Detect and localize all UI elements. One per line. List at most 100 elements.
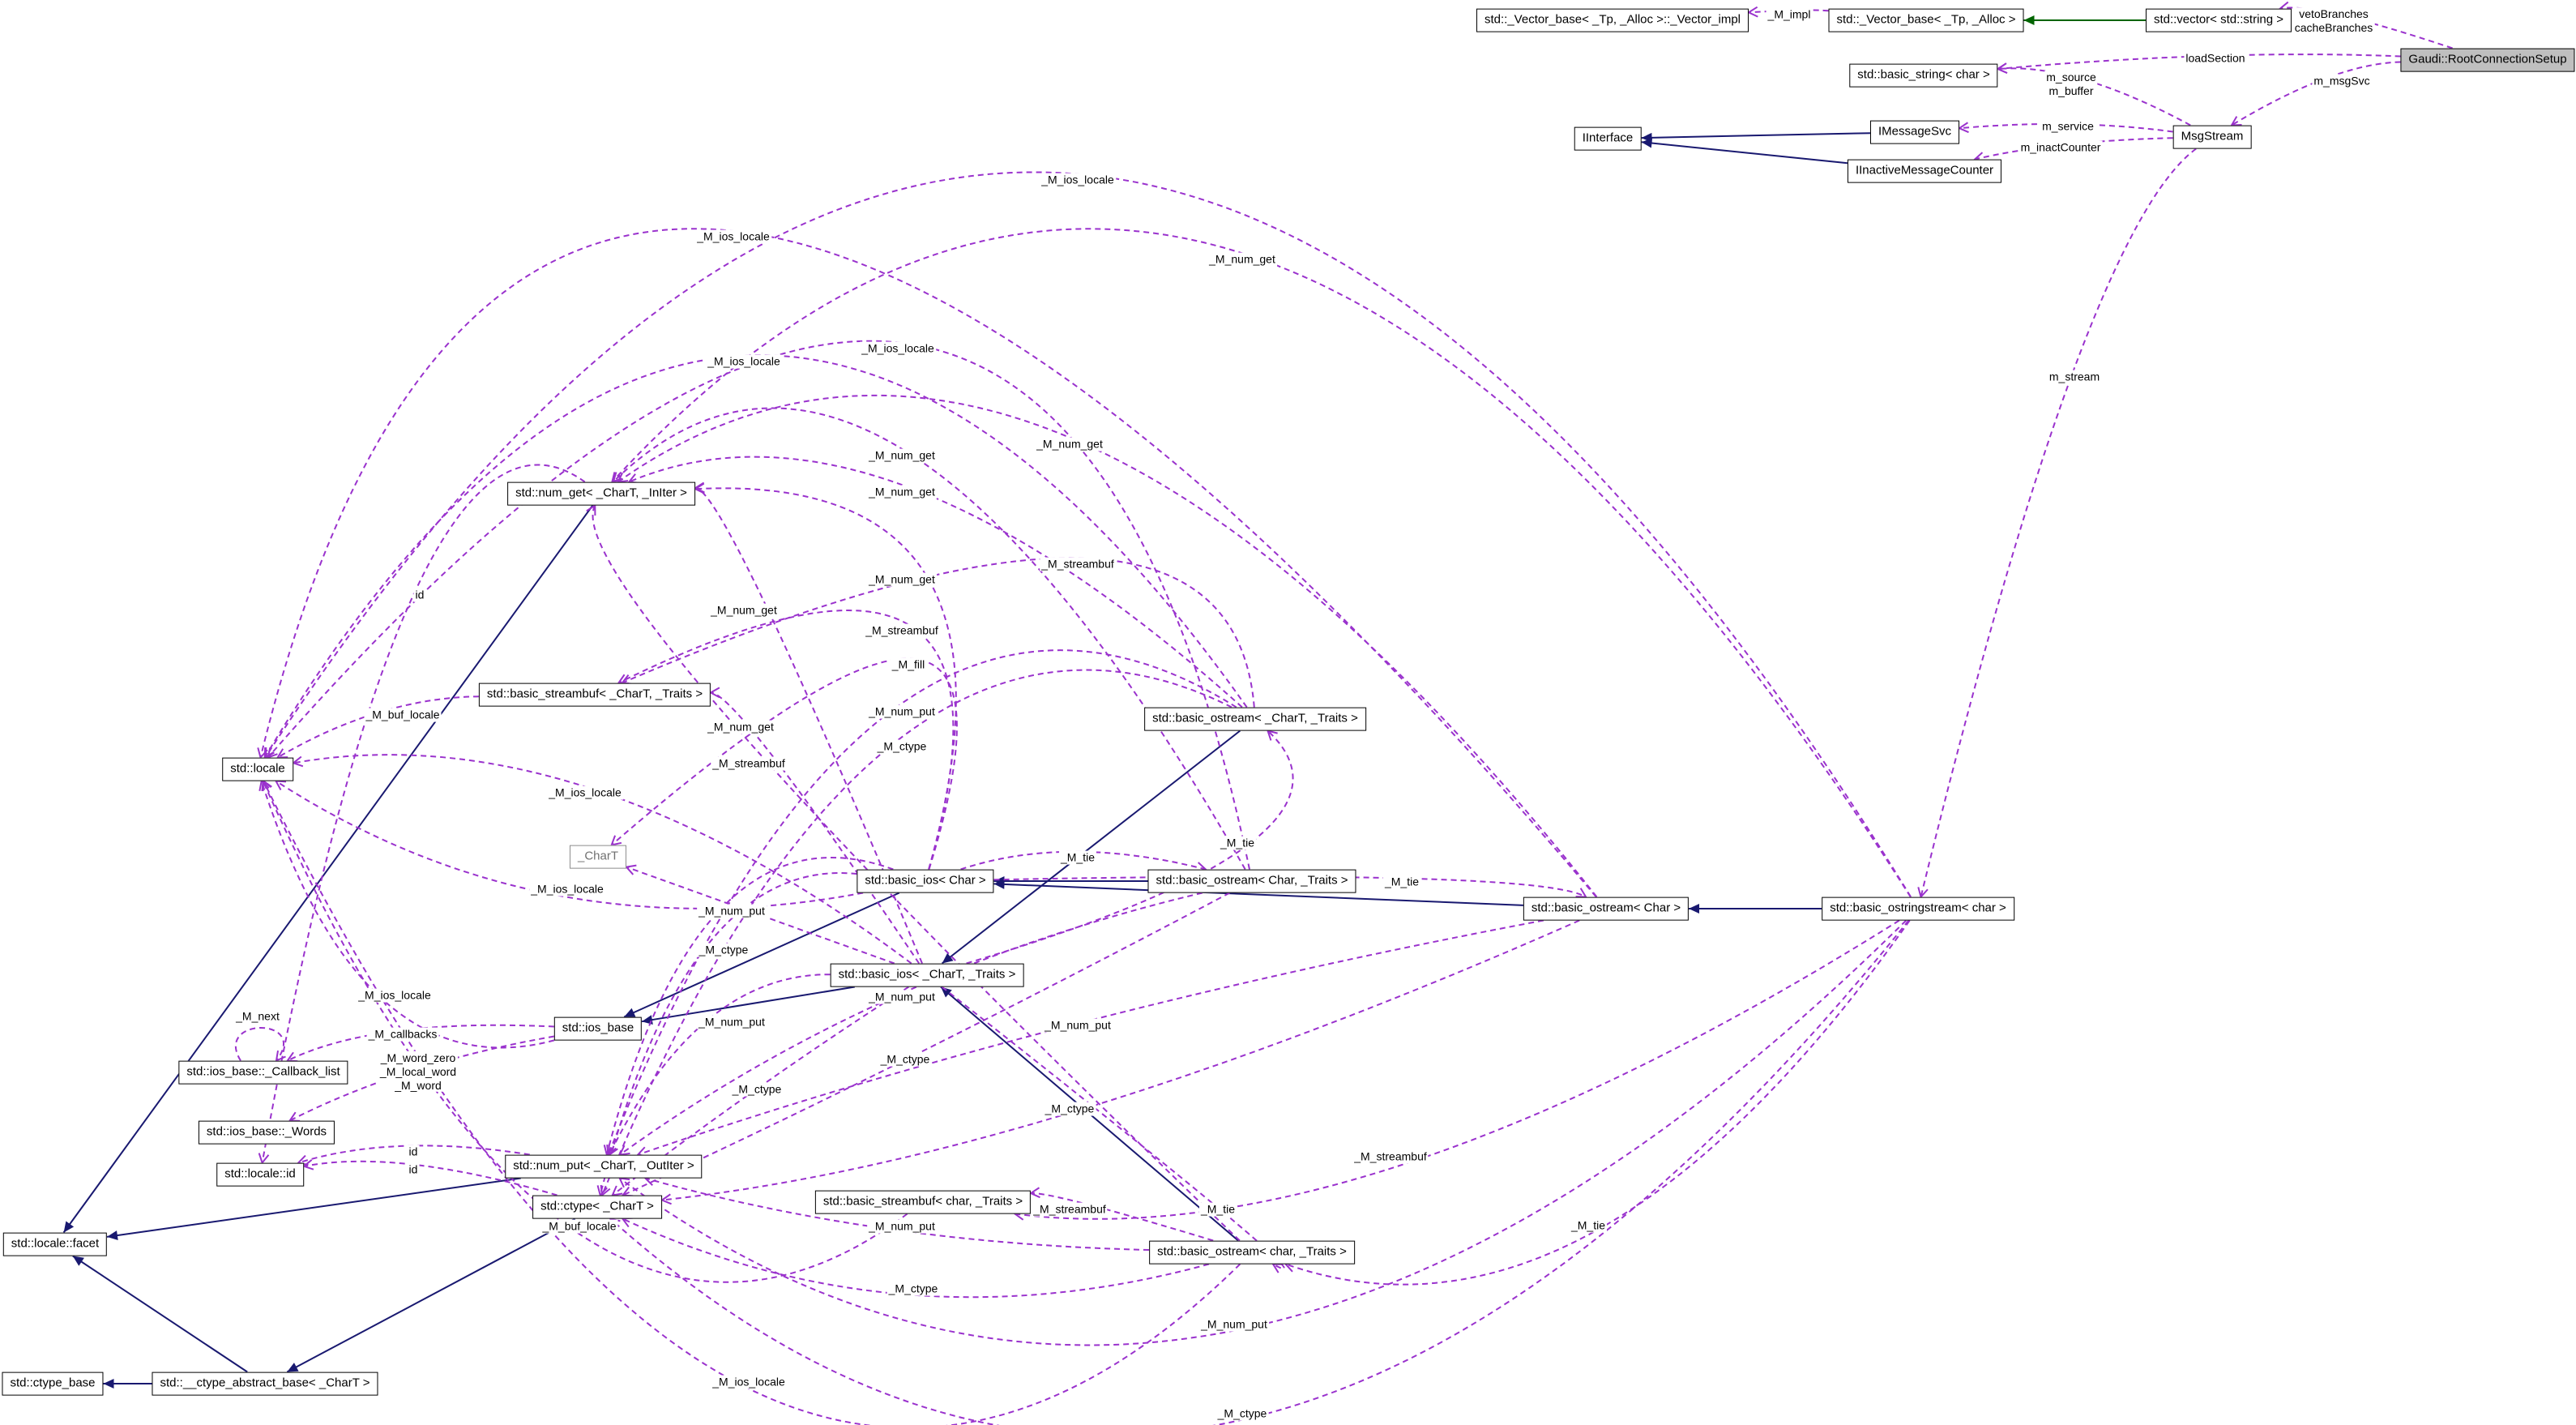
class-node-streambuf_char[interactable]: std::basic_streambuf< char, _Traits > bbox=[814, 1190, 1032, 1214]
class-node-iinterface[interactable]: IInterface bbox=[1574, 126, 1642, 151]
edge-label-id: id bbox=[407, 1162, 420, 1177]
edge-streambuf_t-locale bbox=[276, 695, 480, 759]
edge-ostringstream-locale bbox=[264, 171, 1912, 898]
class-node-ctype_abstract[interactable]: std::__ctype_abstract_base< _CharT > bbox=[152, 1372, 378, 1396]
edge-label-_M_ios_locale: _M_ios_locale bbox=[529, 882, 605, 897]
edge-label-_M_tie: _M_tie bbox=[1218, 836, 1257, 850]
class-node-ostream_char_traits[interactable]: std::basic_ostream< char, _Traits > bbox=[1149, 1240, 1355, 1265]
edge-label-_M_tie: _M_tie bbox=[1382, 875, 1421, 889]
class-node-vector_impl[interactable]: std::_Vector_base< _Tp, _Alloc >::_Vecto… bbox=[1476, 8, 1749, 32]
class-node-ios_t[interactable]: std::basic_ios< _CharT, _Traits > bbox=[830, 963, 1024, 987]
edge-label-_M_tie: _M_tie bbox=[1198, 1202, 1237, 1217]
class-node-imessagesvc[interactable]: IMessageSvc bbox=[1869, 120, 1960, 144]
edge-msgstream-basic_string bbox=[1996, 62, 2191, 126]
edge-label-_M_num_put: _M_num_put bbox=[697, 904, 767, 918]
class-node-msgstream[interactable]: MsgStream bbox=[2172, 125, 2252, 149]
class-node-ostream_char2[interactable]: std::basic_ostream< Char > bbox=[1523, 897, 1690, 921]
edge-label-_M_tie: _M_tie bbox=[1569, 1218, 1608, 1233]
edge-label-_M_num_get: _M_num_get bbox=[867, 485, 937, 499]
edge-label-_M_next: _M_next bbox=[234, 1009, 281, 1024]
edge-label-_M_num_get: _M_num_get bbox=[709, 603, 779, 618]
edge-label-_M_ios_locale: _M_ios_locale bbox=[1040, 173, 1116, 187]
edge-label-loadSection: loadSection bbox=[2184, 51, 2247, 66]
class-node-ctype_base[interactable]: std::ctype_base bbox=[2, 1372, 104, 1396]
class-node-vector_base[interactable]: std::_Vector_base< _Tp, _Alloc > bbox=[1828, 8, 2024, 32]
edge-label-m_service: m_service bbox=[2040, 119, 2095, 134]
edge-ctype_abstract-facet bbox=[72, 1255, 248, 1373]
edge-ostream_t-ctype bbox=[600, 669, 1232, 1197]
edge-ostringstream-streambuf_char bbox=[1013, 919, 1900, 1221]
class-node-ios_base[interactable]: std::ios_base bbox=[553, 1016, 643, 1041]
edge-label-m_msgSvc: m_msgSvc bbox=[2312, 74, 2372, 88]
edge-ios_char-ostream_char_traits2 bbox=[960, 850, 1207, 873]
edge-label-_M_ios_locale: _M_ios_locale bbox=[695, 229, 771, 244]
edge-label-_M_ctype: _M_ctype bbox=[1043, 1102, 1096, 1116]
edge-ostringstream-ctype bbox=[609, 919, 1910, 1425]
class-node-words[interactable]: std::ios_base::_Words bbox=[198, 1120, 335, 1145]
edge-label-id: id bbox=[407, 1145, 420, 1159]
class-node-basic_string[interactable]: std::basic_string< char > bbox=[1849, 63, 1998, 88]
edge-label-_M_num_get: _M_num_get bbox=[1035, 437, 1104, 451]
edge-ios_char-locale bbox=[274, 780, 864, 909]
class-node-iinactive[interactable]: IInactiveMessageCounter bbox=[1847, 159, 2002, 183]
class-node-ostream_char_traits2[interactable]: std::basic_ostream< Char, _Traits > bbox=[1147, 869, 1356, 893]
edge-ostream_char2-num_put bbox=[636, 919, 1544, 1158]
edge-label-_M_word_zero: _M_word_zero _M_local_word _M_word bbox=[378, 1051, 459, 1093]
edge-label-_M_num_put: _M_num_put bbox=[867, 1219, 937, 1234]
edge-num_put-locale_id bbox=[297, 1145, 530, 1166]
edge-label-_M_impl: _M_impl bbox=[1766, 7, 1813, 22]
edge-label-_M_ios_locale: _M_ios_locale bbox=[860, 341, 936, 356]
edge-label-vetoBranches: vetoBranches cacheBranches bbox=[2292, 7, 2375, 35]
class-node-locale[interactable]: std::locale bbox=[222, 757, 293, 781]
edge-ios_t-ostream_t bbox=[966, 730, 1294, 965]
class-node-chart[interactable]: _CharT bbox=[569, 845, 627, 869]
class-node-ostringstream[interactable]: std::basic_ostringstream< char > bbox=[1822, 897, 2014, 921]
edge-label-_M_num_get: _M_num_get bbox=[1207, 252, 1277, 267]
edge-label-_M_ctype: _M_ctype bbox=[875, 739, 929, 754]
edge-ios_base-words bbox=[288, 1035, 555, 1122]
edge-label-_M_ios_locale: _M_ios_locale bbox=[711, 1375, 787, 1389]
edge-label-_M_num_get: _M_num_get bbox=[867, 572, 937, 587]
edge-ostream_char_traits2-ctype bbox=[621, 892, 1231, 1197]
edge-ostream_char2-num_get bbox=[616, 394, 1598, 898]
class-node-num_put[interactable]: std::num_put< _CharT, _OutIter > bbox=[505, 1154, 703, 1179]
edge-label-_M_callbacks: _M_callbacks bbox=[366, 1027, 439, 1042]
edge-ios_char-num_put bbox=[603, 857, 894, 1157]
edge-ios_char-ios_base bbox=[623, 892, 900, 1018]
class-node-ios_char[interactable]: std::basic_ios< Char > bbox=[857, 869, 994, 893]
class-node-root_setup[interactable]: Gaudi::RootConnectionSetup bbox=[2400, 48, 2575, 72]
class-node-locale_id[interactable]: std::locale::id bbox=[216, 1162, 304, 1187]
class-node-facet[interactable]: std::locale::facet bbox=[2, 1232, 108, 1256]
edge-ostream_t-streambuf_t bbox=[620, 557, 1255, 708]
edge-ios_t-chart bbox=[625, 864, 895, 965]
edge-ostream_t-ios_t bbox=[941, 730, 1241, 965]
edge-callback_list-callback_list bbox=[234, 1027, 286, 1063]
edge-ios_t-locale bbox=[291, 754, 912, 965]
edge-label-_M_streambuf: _M_streambuf bbox=[864, 623, 940, 638]
edge-ostream_char2-ctype bbox=[660, 919, 1580, 1205]
edge-ostream_char_traits-streambuf_char bbox=[1028, 1187, 1214, 1242]
edge-label-m_source: m_source m_buffer bbox=[2044, 71, 2098, 98]
edge-ostringstream-num_get bbox=[610, 228, 1912, 898]
edge-label-_M_ctype: _M_ctype bbox=[886, 1282, 940, 1296]
edge-label-_M_ctype: _M_ctype bbox=[1215, 1406, 1269, 1421]
edge-label-_M_ctype: _M_ctype bbox=[878, 1052, 932, 1067]
edge-ostream_char2-ios_char bbox=[993, 879, 1524, 906]
edge-label-_M_num_put: _M_num_put bbox=[1043, 1018, 1113, 1033]
class-node-callback_list[interactable]: std::ios_base::_Callback_list bbox=[178, 1060, 348, 1085]
edge-num_get-locale_id bbox=[258, 464, 586, 1165]
class-node-streambuf_t[interactable]: std::basic_streambuf< _CharT, _Traits > bbox=[478, 683, 711, 707]
edge-ios_base-locale bbox=[258, 779, 555, 1049]
edge-num_put-facet bbox=[106, 1177, 521, 1241]
edge-label-_M_ctype: _M_ctype bbox=[730, 1082, 784, 1097]
class-node-vector_string[interactable]: std::vector< std::string > bbox=[2145, 8, 2292, 32]
edge-label-_M_buf_locale: _M_buf_locale bbox=[540, 1219, 618, 1234]
edge-ios_char-num_get bbox=[693, 482, 957, 870]
class-node-ostream_t[interactable]: std::basic_ostream< _CharT, _Traits > bbox=[1144, 707, 1366, 731]
edge-label-_M_streambuf: _M_streambuf bbox=[1040, 557, 1116, 571]
class-node-num_get[interactable]: std::num_get< _CharT, _InIter > bbox=[507, 481, 695, 506]
edge-iinactive-iinterface bbox=[1641, 138, 1848, 165]
class-node-ctype[interactable]: std::ctype< _CharT > bbox=[532, 1195, 662, 1219]
edge-label-m_inactCounter: m_inactCounter bbox=[2019, 140, 2103, 155]
